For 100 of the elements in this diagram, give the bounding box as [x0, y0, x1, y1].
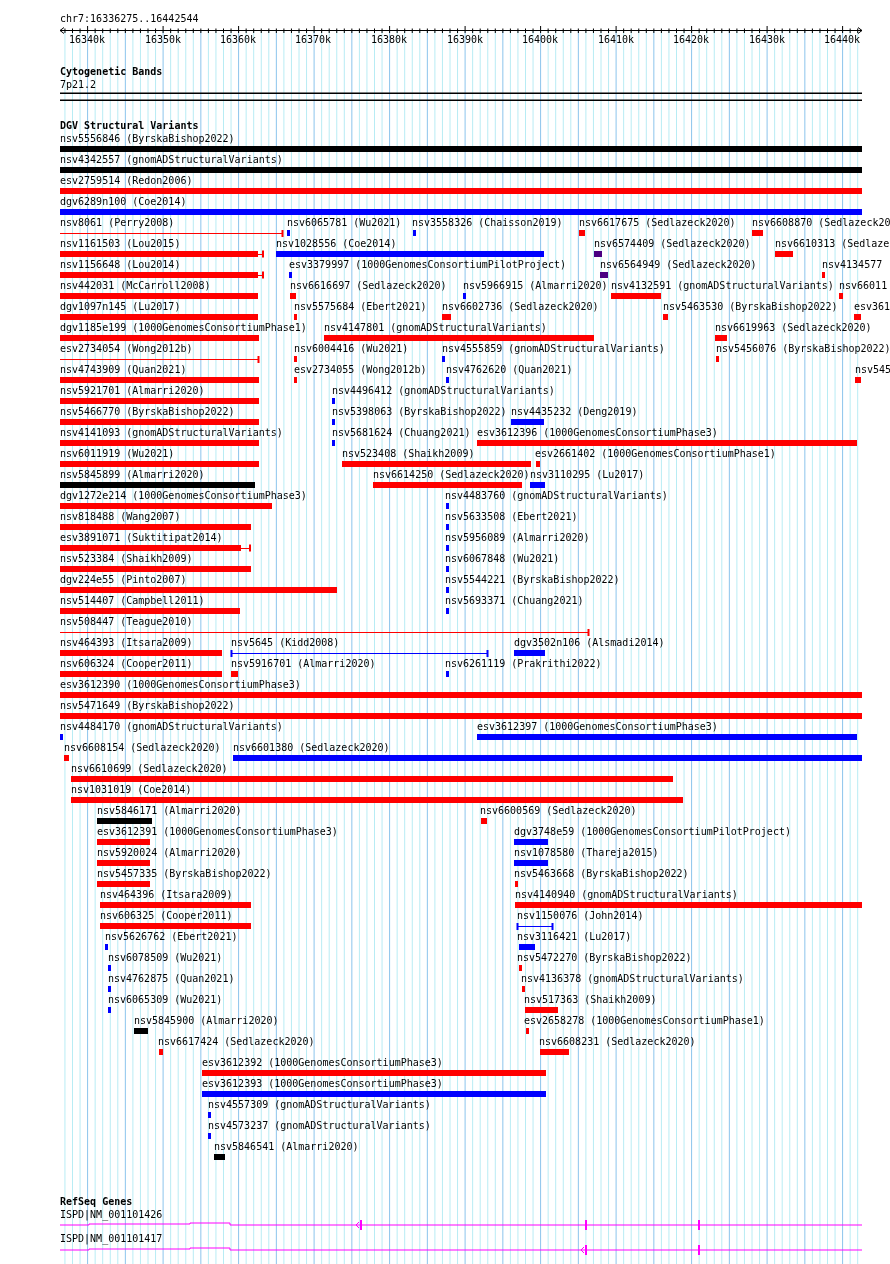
- variant-label: nsv3116421 (Lu2017): [517, 931, 632, 943]
- track-title: RefSeq Genes: [60, 1196, 133, 1208]
- variant-label: esv3379997 (1000GenomesConsortiumPilotProject): [289, 259, 566, 271]
- variant-label: nsv5916701 (Almarri2020): [231, 658, 376, 670]
- variant-label: nsv1161503 (Lou2015): [60, 238, 181, 250]
- variant-label: dgv1097n145 (Lu2017): [60, 301, 181, 313]
- variant-label: nsv1031019 (Coe2014): [71, 784, 192, 796]
- variant-label: nsv6564949 (Sedlazeck2020): [600, 259, 757, 271]
- variant-label: nsv5846171 (Almarri2020): [97, 805, 242, 817]
- variant-label: nsv6065781 (Wu2021): [287, 217, 402, 229]
- tick-label: 16390k: [447, 34, 484, 46]
- variant-label: nsv66011: [839, 280, 888, 292]
- variant-label: nsv5645 (Kidd2008): [231, 637, 340, 649]
- variant-label: dgv1272e214 (1000GenomesConsortiumPhase3): [60, 490, 307, 502]
- variant-label: nsv1150076 (John2014): [517, 910, 644, 922]
- variant-label: nsv4147801 (gnomADStructuralVariants): [324, 322, 547, 334]
- tick-label: 16370k: [295, 34, 332, 46]
- band-label: 7p21.2: [60, 79, 97, 91]
- variant-label: nsv1156648 (Lou2014): [60, 259, 181, 271]
- variant-label: nsv1078580 (Thareja2015): [514, 847, 659, 859]
- variant-label: esv2658278 (1000GenomesConsortiumPhase1): [524, 1015, 765, 1027]
- variant-label: nsv6602736 (Sedlazeck2020): [442, 301, 599, 313]
- gene-label: ISPD|NM_001101417: [60, 1233, 163, 1245]
- variant-label: nsv508447 (Teague2010): [60, 616, 193, 628]
- variant-label: nsv4141093 (gnomADStructuralVariants): [60, 427, 283, 439]
- variant-label: nsv5846541 (Almarri2020): [214, 1141, 359, 1153]
- variant-label: nsv606324 (Cooper2011): [60, 658, 193, 670]
- variant-label: nsv6619963 (Sedlazeck2020): [715, 322, 872, 334]
- variant-label: nsv4496412 (gnomADStructuralVariants): [332, 385, 555, 397]
- variant-label: nsv5626762 (Ebert2021): [105, 931, 238, 943]
- variant-label: nsv5956089 (Almarri2020): [445, 532, 590, 544]
- variant-label: esv3612391 (1000GenomesConsortiumPhase3): [97, 826, 338, 838]
- variant-label: esv3612393 (1000GenomesConsortiumPhase3): [202, 1078, 443, 1090]
- variant-label: nsv4743909 (Quan2021): [60, 364, 187, 376]
- tick-label: 16350k: [145, 34, 182, 46]
- variant-label: nsv6610699 (Sedlazeck2020): [71, 763, 228, 775]
- variant-label: nsv514407 (Campbell2011): [60, 595, 205, 607]
- variant-label: nsv6608231 (Sedlazeck2020): [539, 1036, 696, 1048]
- track-title: DGV Structural Variants: [60, 120, 199, 132]
- gene-label: ISPD|NM_001101426: [60, 1209, 163, 1221]
- variant-label: nsv3110295 (Lu2017): [530, 469, 645, 481]
- variant-label: nsv5575684 (Ebert2021): [294, 301, 427, 313]
- variant-label: nsv5921701 (Almarri2020): [60, 385, 205, 397]
- variant-label: nsv5466770 (ByrskaBishop2022): [60, 406, 235, 418]
- variant-label: nsv5544221 (ByrskaBishop2022): [445, 574, 620, 586]
- location-label: chr7:16336275..16442544: [60, 13, 199, 25]
- variant-label: nsv5463668 (ByrskaBishop2022): [514, 868, 689, 880]
- variant-label: nsv1028556 (Coe2014): [276, 238, 397, 250]
- variant-label: nsv5920024 (Almarri2020): [97, 847, 242, 859]
- variant-label: nsv5472270 (ByrskaBishop2022): [517, 952, 692, 964]
- tick-label: 16410k: [598, 34, 635, 46]
- variant-label: nsv5845899 (Almarri2020): [60, 469, 205, 481]
- variant-label: nsv523408 (Shaikh2009): [342, 448, 475, 460]
- variant-label: nsv464393 (Itsara2009): [60, 637, 193, 649]
- variant-label: dgv224e55 (Pinto2007): [60, 574, 187, 586]
- variant-label: nsv6004416 (Wu2021): [294, 343, 409, 355]
- tick-label: 16380k: [371, 34, 408, 46]
- variant-label: nsv4557309 (gnomADStructuralVariants): [208, 1099, 431, 1111]
- variant-label: nsv6065309 (Wu2021): [108, 994, 223, 1006]
- tick-label: 16420k: [673, 34, 710, 46]
- variant-label: nsv6608870 (Sedlazeck20: [752, 217, 890, 229]
- variant-label: nsv4342557 (gnomADStructuralVariants): [60, 154, 283, 166]
- variant-label: esv2734054 (Wong2012b): [60, 343, 193, 355]
- variant-label: nsv5556846 (ByrskaBishop2022): [60, 133, 235, 145]
- tick-label: 16440k: [824, 34, 861, 46]
- variant-label: nsv3558326 (Chaisson2019): [412, 217, 563, 229]
- variant-label: nsv545: [855, 364, 890, 376]
- variant-label: nsv5398063 (ByrskaBishop2022): [332, 406, 507, 418]
- variant-label: nsv5633508 (Ebert2021): [445, 511, 578, 523]
- variant-label: nsv6601380 (Sedlazeck2020): [233, 742, 390, 754]
- variant-label: nsv6078509 (Wu2021): [108, 952, 223, 964]
- variant-label: nsv5693371 (Chuang2021): [445, 595, 584, 607]
- variant-label: nsv606325 (Cooper2011): [100, 910, 233, 922]
- variant-label: dgv3748e59 (1000GenomesConsortiumPilotProject): [514, 826, 791, 838]
- variant-label: esv3612392 (1000GenomesConsortiumPhase3): [202, 1057, 443, 1069]
- variant-label: nsv8061 (Perry2008): [60, 217, 175, 229]
- variant-label: nsv464396 (Itsara2009): [100, 889, 233, 901]
- variant-label: nsv5845900 (Almarri2020): [134, 1015, 279, 1027]
- variant-label: nsv4136378 (gnomADStructuralVariants): [521, 973, 744, 985]
- variant-label: nsv4573237 (gnomADStructuralVariants): [208, 1120, 431, 1132]
- variant-label: esv3891071 (Suktitipat2014): [60, 532, 223, 544]
- variant-label: esv3612390 (1000GenomesConsortiumPhase3): [60, 679, 301, 691]
- variant-label: nsv442031 (McCarroll2008): [60, 280, 211, 292]
- variant-label: dgv6289n100 (Coe2014): [60, 196, 187, 208]
- variant-label: nsv4435232 (Deng2019): [511, 406, 638, 418]
- variant-label: nsv4762875 (Quan2021): [108, 973, 235, 985]
- variant-label: nsv6610313 (Sedlaze: [775, 238, 890, 250]
- variant-label: nsv5463530 (ByrskaBishop2022): [663, 301, 838, 313]
- variant-label: nsv5457335 (ByrskaBishop2022): [97, 868, 272, 880]
- variant-label: nsv6600569 (Sedlazeck2020): [480, 805, 637, 817]
- variant-label: esv3612397 (1000GenomesConsortiumPhase3): [477, 721, 718, 733]
- variant-label: nsv6617675 (Sedlazeck2020): [579, 217, 736, 229]
- variant-label: esv3612396 (1000GenomesConsortiumPhase3): [477, 427, 718, 439]
- tick-label: 16340k: [69, 34, 106, 46]
- variant-label: nsv6608154 (Sedlazeck2020): [64, 742, 221, 754]
- variant-label: esv2661402 (1000GenomesConsortiumPhase1): [535, 448, 776, 460]
- variant-label: nsv4140940 (gnomADStructuralVariants): [515, 889, 738, 901]
- variant-label: nsv5966915 (Almarri2020): [463, 280, 608, 292]
- variant-label: nsv517363 (Shaikh2009): [524, 994, 657, 1006]
- variant-label: nsv5471649 (ByrskaBishop2022): [60, 700, 235, 712]
